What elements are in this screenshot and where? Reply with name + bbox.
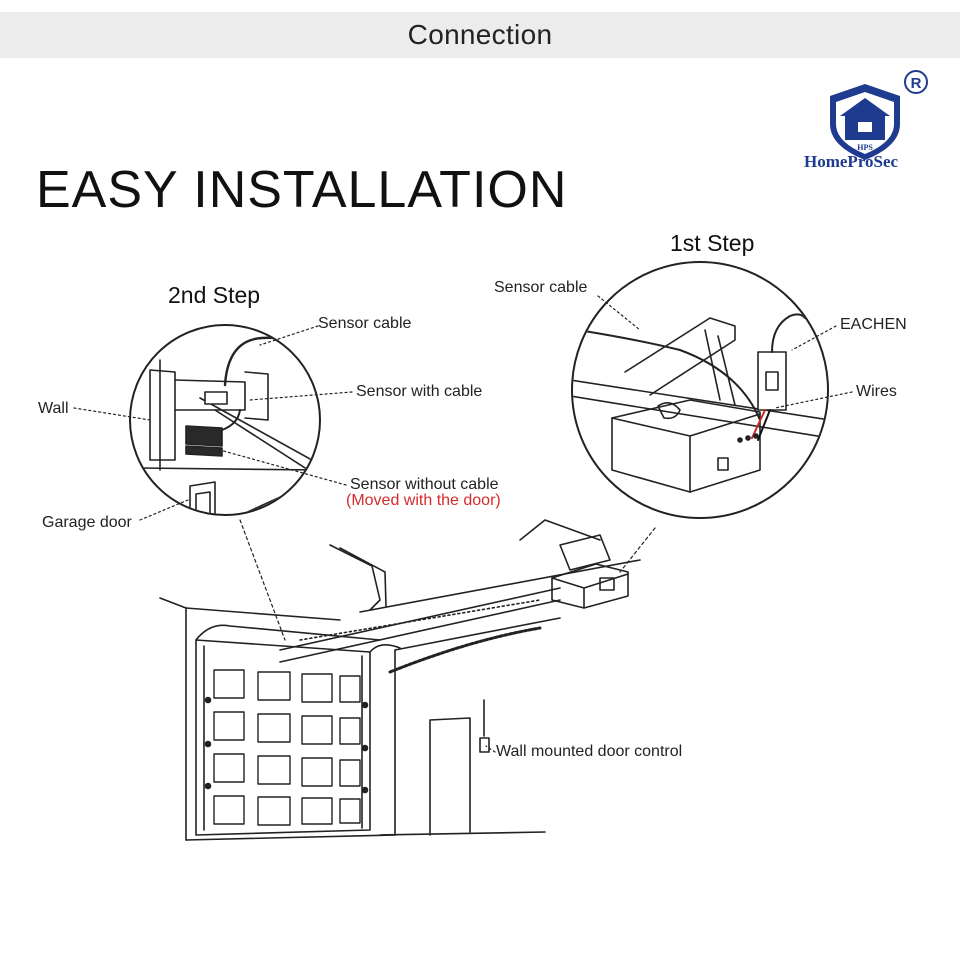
step1-detail-circle [571, 261, 829, 519]
step2-sensor-without-cable-label: Sensor without cable [350, 476, 499, 493]
label-leaders [73, 295, 853, 753]
step2-moved-note: (Moved with the door) [346, 492, 501, 509]
brand-logo: HPS R [830, 70, 928, 160]
brand-name: HomeProSec [804, 152, 899, 171]
garage-room [159, 559, 641, 841]
main-title: EASY INSTALLATION [36, 161, 568, 219]
svg-text:R: R [911, 75, 922, 92]
registered-mark-icon: R [904, 70, 928, 94]
header-bar: Connection [0, 12, 960, 58]
step2-garage-door-label: Garage door [42, 514, 132, 531]
step1-device-label: EACHEN [840, 316, 907, 333]
step2-sensor-with-cable-label: Sensor with cable [356, 383, 483, 400]
opener-motor [551, 534, 629, 609]
step1-wires-label: Wires [856, 383, 897, 400]
step2-wall-label: Wall [38, 400, 69, 417]
wall-control-label: Wall mounted door control [496, 743, 683, 760]
step2-sensor-cable-label: Sensor cable [318, 315, 412, 332]
wall-door-control [479, 699, 490, 753]
shield-house-icon: HPS [830, 84, 900, 160]
step1-sensor-cable-label: Sensor cable [494, 279, 588, 296]
opener-rail [279, 519, 601, 674]
garage-door [195, 624, 401, 836]
step1-title: 1st Step [670, 230, 755, 256]
step2-detail-circle [129, 324, 321, 516]
step2-title: 2nd Step [168, 282, 261, 308]
header-title: Connection [407, 19, 553, 50]
logo-badge-text: HPS [857, 143, 873, 152]
